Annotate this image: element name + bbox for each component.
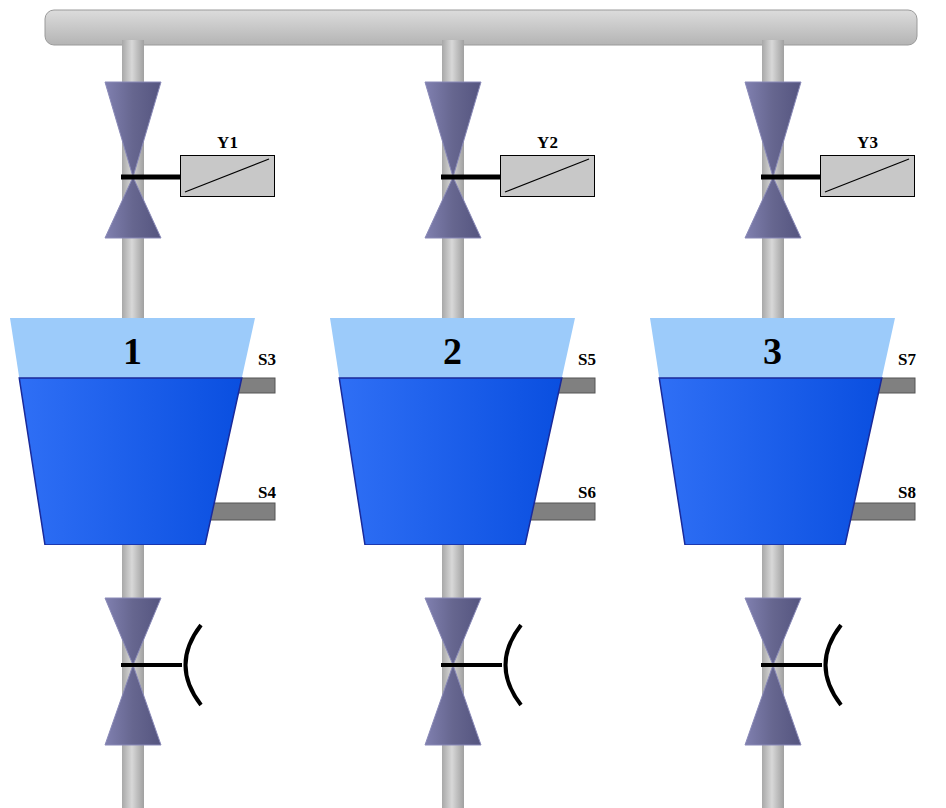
solenoid-symbol [181,156,273,195]
valve-stem [121,663,182,667]
valve-body [745,665,801,745]
valve-body [105,598,161,665]
valve-body [745,177,801,238]
tank: 1 [10,318,255,545]
solenoid-actuator: Y1 [180,133,275,197]
tank: 2 [330,318,575,545]
tank-number: 3 [650,318,895,370]
solenoid-box [500,155,595,197]
level-sensor [844,503,915,520]
hand-wheel [506,625,522,705]
valve-body [425,82,481,177]
tank-water [19,378,242,545]
solenoid-box [820,155,915,197]
solenoid-actuator: Y2 [500,133,595,197]
actuator-label: Y3 [820,133,915,153]
sensor-label: S5 [578,351,596,368]
valve-stem [441,175,501,180]
actuator-label: Y2 [500,133,595,153]
valve-stem [441,663,502,667]
sensor-label: S8 [898,484,916,501]
tank-number: 1 [10,318,255,370]
valve-body [425,598,481,665]
tank-air [650,318,895,545]
tank-air [330,318,575,545]
solenoid-actuator: Y3 [820,133,915,197]
actuator-label: Y1 [180,133,275,153]
valve-body [745,598,801,665]
level-sensor [204,503,275,520]
solenoid-symbol [501,156,593,195]
tank-water [339,378,562,545]
hand-wheel [186,625,202,705]
header-pipe [45,10,917,45]
level-sensor [524,503,595,520]
valve-body [425,665,481,745]
sensor-label: S6 [578,484,596,501]
solenoid-box [180,155,275,197]
valve-stem [121,175,181,180]
valve-stem [761,663,822,667]
valve-body [105,82,161,177]
sensor-label: S4 [258,484,276,501]
valve-body [105,177,161,238]
sensor-label: S3 [258,351,276,368]
sensor-label: S7 [898,351,916,368]
valve-body [425,177,481,238]
tank-water [659,378,882,545]
valve-body [745,82,801,177]
solenoid-symbol [821,156,913,195]
pipework [45,10,917,45]
valve-body [105,665,161,745]
valve-stem [761,175,821,180]
tank-air [10,318,255,545]
tank-number: 2 [330,318,575,370]
tank: 3 [650,318,895,545]
hand-wheel [826,625,842,705]
